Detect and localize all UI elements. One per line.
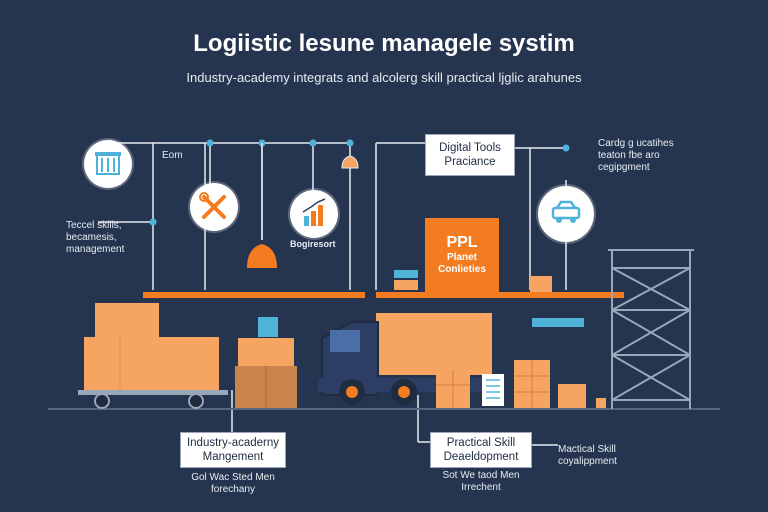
conveyor-icon	[78, 303, 228, 409]
industry-academy-sub: Gol Wac Sted Men forechany	[191, 472, 275, 495]
mid-small-label: Bogiresort	[290, 239, 336, 249]
tools-icon	[190, 183, 238, 231]
top-small-label: Eom	[162, 150, 183, 161]
box-stack-left	[235, 317, 297, 408]
right-top-label: Cardg g ucatihes teaton fbe aro cegipgme…	[598, 138, 674, 173]
bar-chart-icon	[290, 190, 338, 238]
lamp-icon	[247, 143, 277, 268]
practical-skill-box: Practical Skill Deaeldopment	[430, 432, 532, 468]
practical-skill-sub: Sot We taod Men Irrechent	[442, 470, 520, 493]
ppl-card-title: PPL	[446, 234, 478, 251]
page-title: Logiistic lesune managele systim	[193, 30, 575, 57]
small-lamp-icon	[341, 155, 359, 169]
digital-tools-box: Digital Tools Praciance	[425, 134, 515, 176]
building-icon	[84, 140, 132, 188]
shelf-right	[376, 292, 624, 298]
ppl-card: PPL Planet Conlieties	[425, 218, 499, 296]
ppl-card-subtitle: Planet Conlieties	[438, 252, 486, 275]
page-subtitle: Industry-academy integrats and alcolerg …	[186, 70, 582, 85]
truck-circle-icon	[538, 186, 594, 242]
box-stack-right	[436, 360, 606, 408]
shelf-left	[143, 292, 365, 298]
truck-icon	[318, 313, 498, 405]
scaffold-tower	[608, 249, 694, 409]
industry-academy-box: Industry-acaderny Mangement	[180, 432, 286, 468]
right-bottom-label: Mactical Skill coyalippment	[558, 444, 617, 467]
shelf-boxes	[394, 270, 584, 327]
left-skills-label: Teccel skills, becamesis, management	[66, 220, 125, 255]
